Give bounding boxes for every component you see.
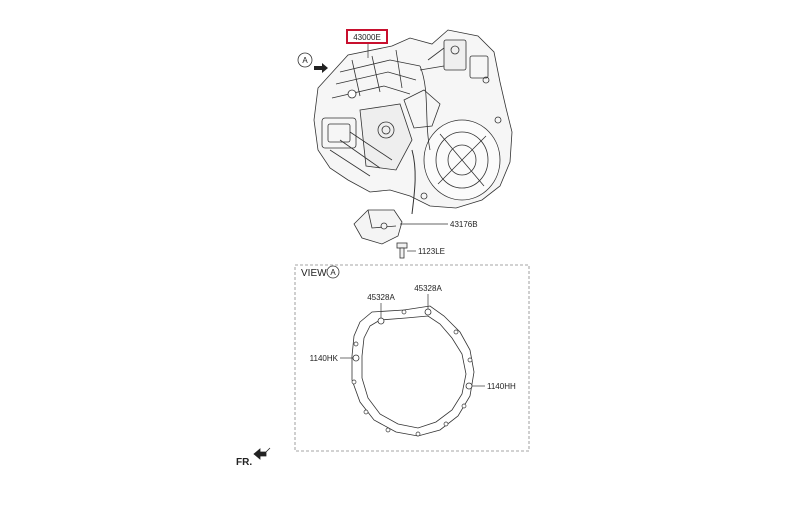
dowel-left-label[interactable]: 45328A xyxy=(367,293,395,302)
front-direction-label: FR. xyxy=(236,457,252,468)
bolt-right-label[interactable]: 1140HH xyxy=(487,382,516,391)
view-marker-letter: A xyxy=(302,56,308,65)
bracket-part-label[interactable]: 43176B xyxy=(450,220,478,229)
bolt-drawing xyxy=(396,242,408,259)
view-a-callout-points xyxy=(352,308,473,390)
bolt-left-label[interactable]: 1140HK xyxy=(310,354,339,363)
main-assembly-part-number[interactable]: 43000E xyxy=(353,33,381,42)
view-a-title: VIEW xyxy=(301,268,327,279)
main-assembly-highlight-box xyxy=(346,29,388,44)
bolt-part-label[interactable]: 1123LE xyxy=(418,247,445,256)
transmission-assembly-drawing xyxy=(313,29,513,215)
view-a-marker-letter: A xyxy=(330,268,336,277)
gasket-bolt-holes xyxy=(351,309,473,437)
front-direction-arrow-icon xyxy=(253,447,271,460)
view-a-leader-lines xyxy=(340,294,485,387)
view-a-frame xyxy=(294,264,530,452)
dowel-right-label[interactable]: 45328A xyxy=(414,284,442,293)
view-direction-arrow-icon xyxy=(314,63,328,73)
gasket-drawing xyxy=(351,305,475,437)
mounting-bracket-drawing xyxy=(353,209,403,245)
view-marker-circle xyxy=(297,52,313,68)
view-a-marker-circle xyxy=(326,265,340,279)
